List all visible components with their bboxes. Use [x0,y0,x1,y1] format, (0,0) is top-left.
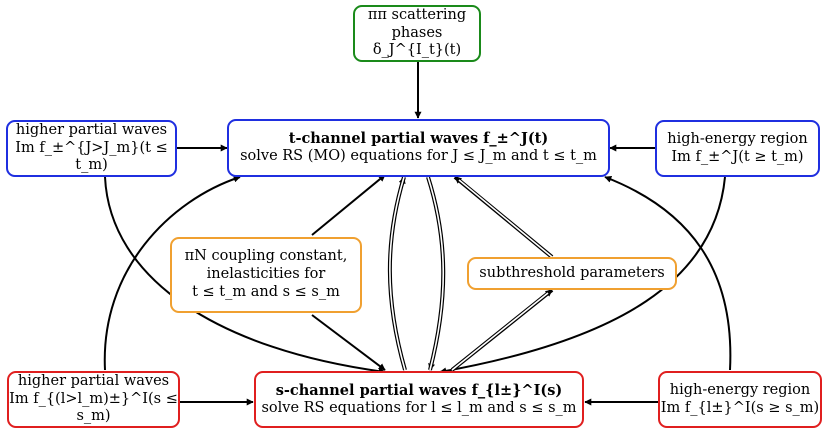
coupling-line3: t ≤ t_m and s ≤ s_m [192,283,340,300]
s-higher-partial-waves-box: higher partial waves Im f_{(l>l_m)±}^I(s… [7,371,180,428]
arrow-coupling-to-s-channel [311,314,386,371]
s-her-line1: high-energy region [669,381,811,398]
t-higher-partial-waves-box: higher partial waves Im f_±^{J>J_m}(t ≤ … [6,120,177,177]
arrow-t-her-to-s-channel [439,176,726,375]
arrow-t-to-s-right-inner [427,176,445,371]
s-hpw-line2: Im f_{(l>l_m)±}^I(s ≤ s_m) [9,390,178,425]
pipi-line1: ππ scattering [367,6,467,23]
t-her-line2: Im f_±^J(t ≥ t_m) [671,148,804,165]
coupling-line2: inelasticities for [206,266,326,283]
s-channel-title: s-channel partial waves f_{l±}^I(s) [275,381,563,399]
s-channel-line2: solve RS equations for l ≤ l_m and s ≤ s… [261,399,577,416]
coupling-constant-box: πN coupling constant, inelasticities for… [170,237,362,313]
t-her-line1: high-energy region [667,130,808,147]
s-her-line2: Im f_{l±}^I(s ≥ s_m) [660,399,820,416]
arrow-s-hpw-to-t-channel [103,175,241,371]
s-high-energy-box: high-energy region Im f_{l±}^I(s ≥ s_m) [658,371,822,428]
s-channel-box: s-channel partial waves f_{l±}^I(s) solv… [254,371,584,428]
t-channel-title: t-channel partial waves f_±^J(t) [288,130,549,148]
t-channel-box: t-channel partial waves f_±^J(t) solve R… [227,119,610,177]
pipi-line2: phases δ_J^{I_t}(t) [372,24,462,59]
t-hpw-line1: higher partial waves [15,121,168,138]
s-hpw-line1: higher partial waves [17,372,170,389]
arrow-s-her-to-t-channel [604,176,732,371]
t-high-energy-box: high-energy region Im f_±^J(t ≥ t_m) [655,120,820,177]
subthreshold-box: subthreshold parameters [467,257,677,290]
pipi-scattering-box: ππ scattering phases δ_J^{I_t}(t) [353,5,481,62]
t-hpw-line2: Im f_±^{J>J_m}(t ≤ t_m) [15,139,168,174]
t-channel-line2: solve RS (MO) equations for J ≤ J_m and … [240,148,597,164]
arrow-s-to-t-left-inner [389,176,406,371]
subthreshold-label: subthreshold parameters [479,264,665,281]
arrow-coupling-to-t-channel [311,174,386,236]
coupling-line1: πN coupling constant, [184,248,348,265]
